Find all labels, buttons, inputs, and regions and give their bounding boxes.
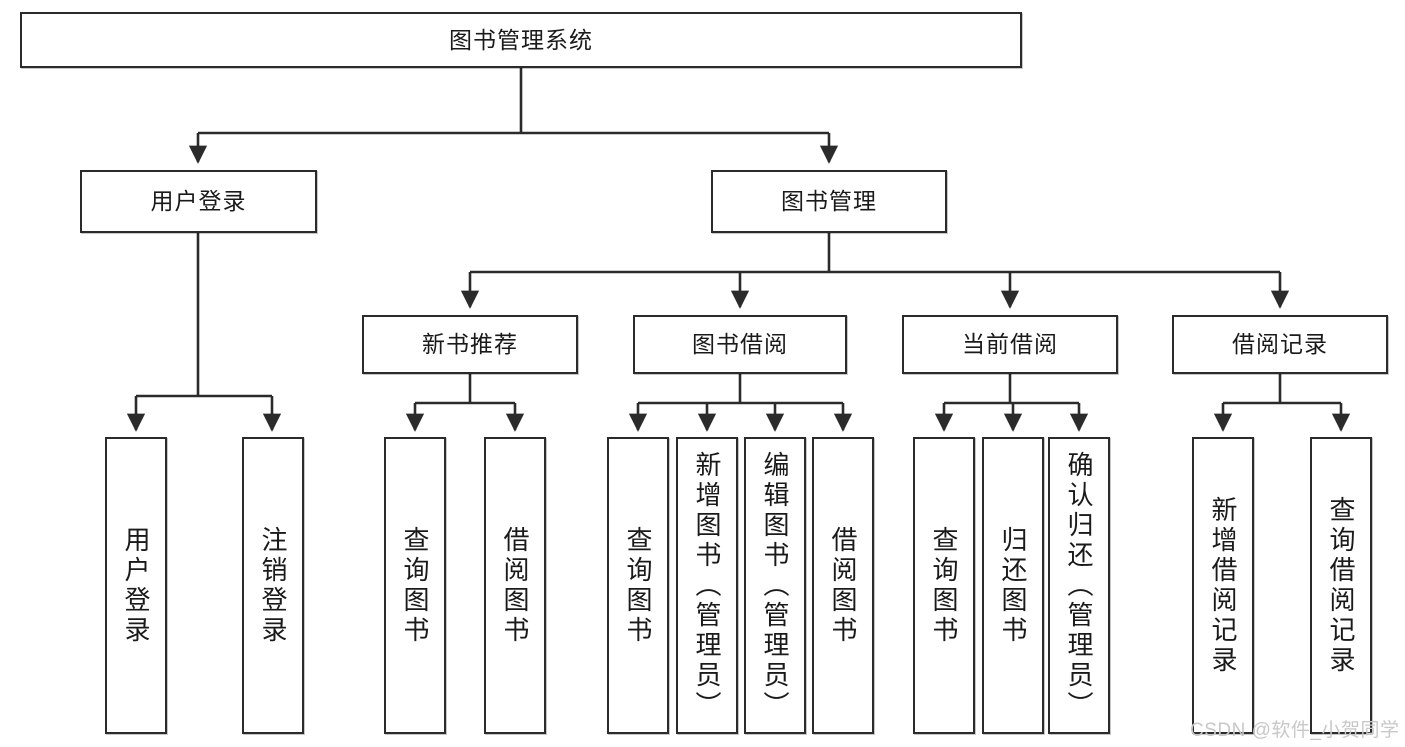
node-leaf-add-book-label: 新增图书（管理员） [692,450,722,721]
node-leaf-query-book-3-label: 查询图书 [929,525,959,646]
node-leaf-query-book-1[interactable]: 查询图书 [384,437,446,734]
node-leaf-query-book-2[interactable]: 查询图书 [607,437,669,734]
node-book-borrow-label: 图书借阅 [692,331,788,358]
node-leaf-borrow-book-1-label: 借阅图书 [500,525,530,646]
node-leaf-logout[interactable]: 注销登录 [242,437,304,734]
node-leaf-confirm-return[interactable]: 确认归还（管理员） [1048,437,1110,734]
node-leaf-edit-book[interactable]: 编辑图书（管理员） [744,437,806,734]
node-leaf-add-record[interactable]: 新增借阅记录 [1192,437,1254,734]
node-book-manage[interactable]: 图书管理 [711,170,947,233]
node-book-borrow[interactable]: 图书借阅 [633,315,847,374]
node-leaf-add-book[interactable]: 新增图书（管理员） [676,437,738,734]
node-book-manage-label: 图书管理 [781,188,877,215]
node-borrow-record[interactable]: 借阅记录 [1172,315,1388,374]
node-root-label: 图书管理系统 [449,26,593,53]
node-root[interactable]: 图书管理系统 [20,12,1022,68]
node-leaf-logout-label: 注销登录 [258,525,288,646]
node-leaf-add-record-label: 新增借阅记录 [1208,495,1238,676]
node-leaf-user-login[interactable]: 用户登录 [105,437,167,734]
node-leaf-edit-book-label: 编辑图书（管理员） [760,450,790,721]
node-user-login[interactable]: 用户登录 [80,170,317,233]
node-leaf-user-login-label: 用户登录 [121,525,151,646]
node-leaf-borrow-book-1[interactable]: 借阅图书 [484,437,546,734]
node-leaf-query-book-3[interactable]: 查询图书 [913,437,975,734]
node-current-borrow[interactable]: 当前借阅 [902,315,1118,374]
node-current-borrow-label: 当前借阅 [962,331,1058,358]
node-leaf-borrow-book-2-label: 借阅图书 [828,525,858,646]
node-borrow-record-label: 借阅记录 [1232,331,1328,358]
node-leaf-query-book-2-label: 查询图书 [623,525,653,646]
node-leaf-query-record-label: 查询借阅记录 [1326,495,1356,676]
node-user-login-label: 用户登录 [150,188,247,215]
node-leaf-query-record[interactable]: 查询借阅记录 [1310,437,1372,734]
node-leaf-query-book-1-label: 查询图书 [400,525,430,646]
node-leaf-confirm-return-label: 确认归还（管理员） [1064,450,1094,721]
node-new-book-rec-label: 新书推荐 [422,331,518,358]
node-leaf-borrow-book-2[interactable]: 借阅图书 [812,437,874,734]
watermark: CSDN @软件_小贺同学 [1190,720,1400,741]
node-new-book-rec[interactable]: 新书推荐 [362,315,578,374]
node-leaf-return-book[interactable]: 归还图书 [982,437,1044,734]
node-leaf-return-book-label: 归还图书 [998,525,1028,646]
